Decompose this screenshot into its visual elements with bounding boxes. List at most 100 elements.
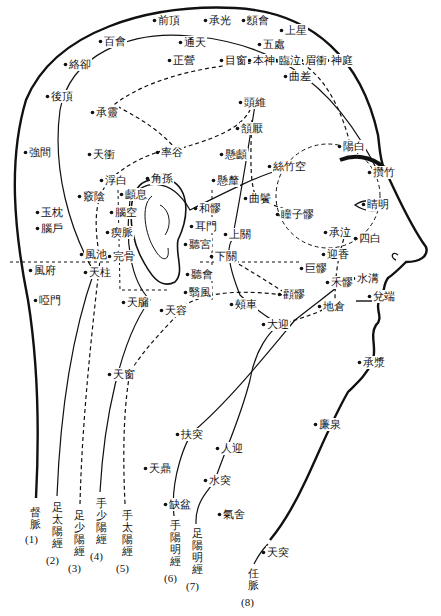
acupoint-dot: [36, 211, 40, 215]
acupoint-dot: [324, 231, 328, 235]
acupoint-label: 承泣: [328, 226, 352, 239]
meridian-line: [173, 280, 345, 516]
acupoint-dot: [358, 361, 362, 365]
acupoint-label: 承靈: [95, 106, 119, 119]
acupoint-dot: [244, 197, 248, 201]
acupoint-label: 懸釐: [216, 174, 240, 187]
acupoint-label: 前頂: [157, 14, 181, 27]
acupoint-label: 上星: [284, 24, 308, 37]
acupoint-dot: [184, 291, 188, 295]
acupoint-dot: [354, 237, 358, 241]
callout-number: (8): [240, 596, 255, 609]
acupoint-label: 扶突: [180, 428, 204, 441]
acupoint-label: 頷厭: [240, 122, 264, 135]
acupoint-label: 後頂: [50, 90, 74, 103]
acupoint-label: 五處: [262, 38, 286, 51]
acupoint-dot: [258, 43, 262, 47]
acupoint-label: 瞳子髎: [280, 208, 315, 221]
acupoint-dot: [176, 433, 180, 437]
acupoint-label: 天容: [164, 304, 188, 317]
acupoint-label: 人迎: [220, 442, 244, 455]
acupoint-label: 陽白: [342, 140, 366, 153]
meridian-line: [124, 245, 290, 504]
acupoint-dot: [108, 373, 112, 377]
meridian-label: 任脈: [248, 566, 259, 592]
acupoint-label: 上關: [228, 228, 252, 241]
acupoint-label: 天窗: [112, 368, 136, 381]
acupoint-label: 翳風: [188, 286, 212, 299]
acupoint-label: 和髎: [198, 202, 222, 215]
acupoint-dot: [156, 151, 160, 155]
acupoint-dot: [122, 301, 126, 305]
acupoint-label: 竅陰: [82, 190, 106, 203]
callout-number: (2): [45, 554, 60, 567]
meridian-label: 手太陽經: [122, 508, 133, 558]
acupoint-label: 水突: [208, 474, 232, 487]
acupoint-dot: [153, 19, 157, 23]
meridian-line: [100, 170, 280, 492]
acupoint-dot: [34, 299, 38, 303]
acupoint-label: 廉泉: [318, 418, 342, 431]
acupoint-label: 啞門: [38, 294, 62, 307]
callout-number: (5): [115, 562, 130, 575]
meridian-label: 足少陽經: [74, 508, 85, 558]
acupoint-label: 四白: [358, 232, 382, 245]
acupoint-label: 頭維: [243, 96, 267, 109]
acupoint-dot: [338, 145, 342, 149]
acupoint-label: 目窗: [224, 54, 248, 67]
acupoint-dot: [84, 271, 88, 275]
acupoint-label: 完骨: [112, 250, 136, 263]
acupoint-label: 率谷: [160, 146, 184, 159]
acupoint-dot: [212, 179, 216, 183]
acupoint-dot: [36, 227, 40, 231]
acupoint-dot: [236, 127, 240, 131]
acupoint-label: 曲差: [288, 70, 312, 83]
acupoint-dot: [248, 59, 252, 63]
callout-number: (7): [185, 580, 200, 593]
acupoint-label: 天柱: [88, 266, 112, 279]
acupoint-dot: [362, 203, 366, 207]
acupoint-label: 氣舍: [222, 508, 246, 521]
acupoint-label: 強間: [28, 146, 52, 159]
acupoint-dot: [168, 59, 172, 63]
acupoint-label: 本神: [252, 54, 276, 67]
acupoint-label: 承光: [208, 14, 232, 27]
acupoint-label: 攢竹: [372, 166, 396, 179]
acupoint-label: 缺盆: [168, 498, 192, 511]
acupoint-dot: [220, 59, 224, 63]
acupoint-dot: [242, 19, 246, 23]
acupoint-dot: [88, 153, 92, 157]
acupoint-dot: [110, 211, 114, 215]
acupoint-label: 瘈脈: [110, 226, 134, 239]
ear-inner: [145, 196, 169, 259]
acupoint-label: 聽宮: [188, 238, 212, 251]
acupoint-label: 迎香: [326, 248, 350, 261]
acupoint-dot: [100, 179, 104, 183]
acupoint-dot: [194, 207, 198, 211]
acupoint-dot: [268, 165, 272, 169]
acupoint-dot: [368, 171, 372, 175]
meridian-line: [196, 105, 280, 524]
acupoint-dot: [91, 111, 95, 115]
acupoint-dot: [160, 309, 164, 313]
acupoint-label: 巨髎: [304, 262, 328, 275]
acupoint-dot: [144, 467, 148, 471]
acupoint-dot: [179, 41, 183, 45]
acupoint-label: 百會: [103, 35, 127, 48]
head-outline: [15, 8, 427, 540]
meridian-label: 足陽明經: [192, 526, 203, 576]
acupoint-label: 玉枕: [40, 206, 64, 219]
callout-number: (3): [67, 562, 82, 575]
acupoint-dot: [204, 19, 208, 23]
acupoint-label: 下關: [214, 250, 238, 263]
acupoint-dot: [190, 225, 194, 229]
acupoint-dot: [204, 479, 208, 483]
acupoint-dot: [230, 303, 234, 307]
acupoint-dot: [278, 293, 282, 297]
meridian-label: 足太陽經: [52, 500, 63, 550]
acupoint-dot: [318, 305, 322, 309]
callout-number: (1): [24, 533, 39, 546]
acupoint-label: 腦戶: [40, 222, 64, 235]
acupoint-dot: [216, 447, 220, 451]
